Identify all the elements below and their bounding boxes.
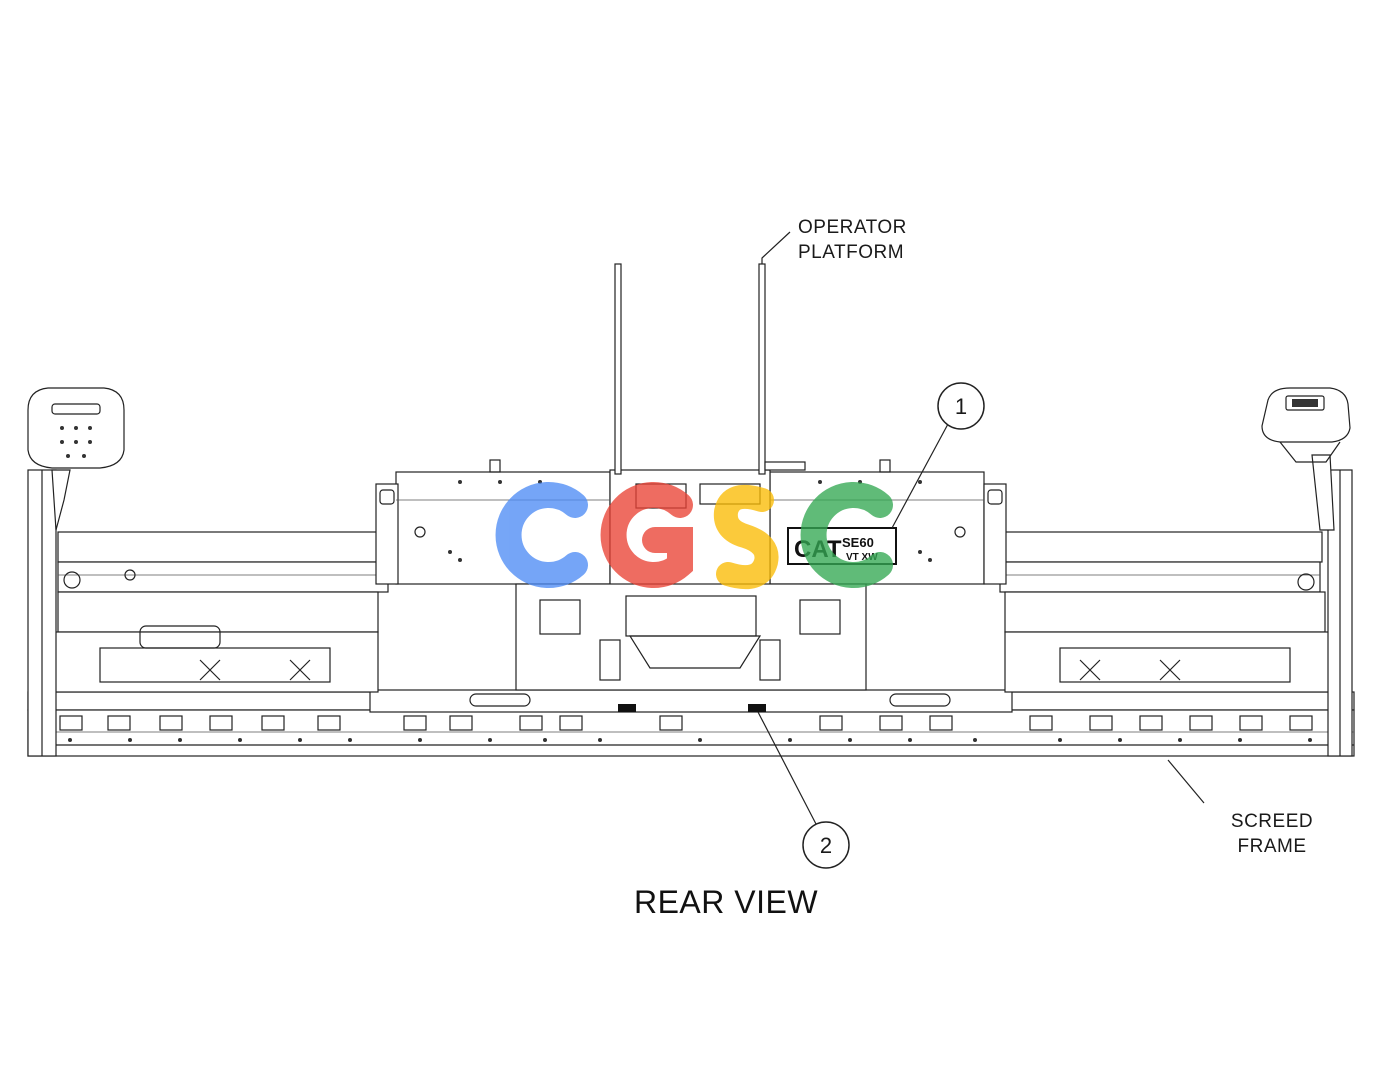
watermark-letter-c2	[800, 482, 893, 588]
screed-frame	[27, 691, 1355, 757]
callout-2: 2	[757, 711, 850, 869]
decal-variant: VT XW	[846, 552, 878, 563]
center-crossbar	[369, 689, 1013, 713]
center-screed-body	[375, 459, 1007, 691]
callout-1-number: 1	[955, 394, 967, 419]
operator-platform-line2: PLATFORM	[798, 242, 904, 263]
operator-platform-label: OPERATOR PLATFORM	[761, 217, 907, 264]
left-end-plate	[27, 469, 71, 757]
right-control-box	[1261, 387, 1351, 463]
right-end-plate	[1311, 454, 1353, 757]
operator-platform-rails	[614, 263, 806, 475]
watermark-letter-s	[713, 485, 779, 589]
left-extender	[47, 531, 389, 693]
screed-frame-line1: SCREED	[1231, 811, 1313, 832]
watermark-letter-g	[600, 482, 693, 588]
decal-model: SE60	[842, 535, 874, 550]
right-extender	[999, 531, 1336, 693]
screed-frame-line2: FRAME	[1238, 836, 1307, 857]
callout-2-number: 2	[820, 833, 832, 858]
screed-frame-label: SCREED FRAME	[1167, 759, 1313, 857]
callout-1: 1	[891, 382, 985, 529]
operator-platform-line1: OPERATOR	[798, 217, 907, 238]
left-control-box	[27, 387, 125, 469]
view-title: REAR VIEW	[634, 884, 818, 920]
watermark-letter-c1	[495, 482, 588, 588]
watermark	[495, 482, 893, 589]
